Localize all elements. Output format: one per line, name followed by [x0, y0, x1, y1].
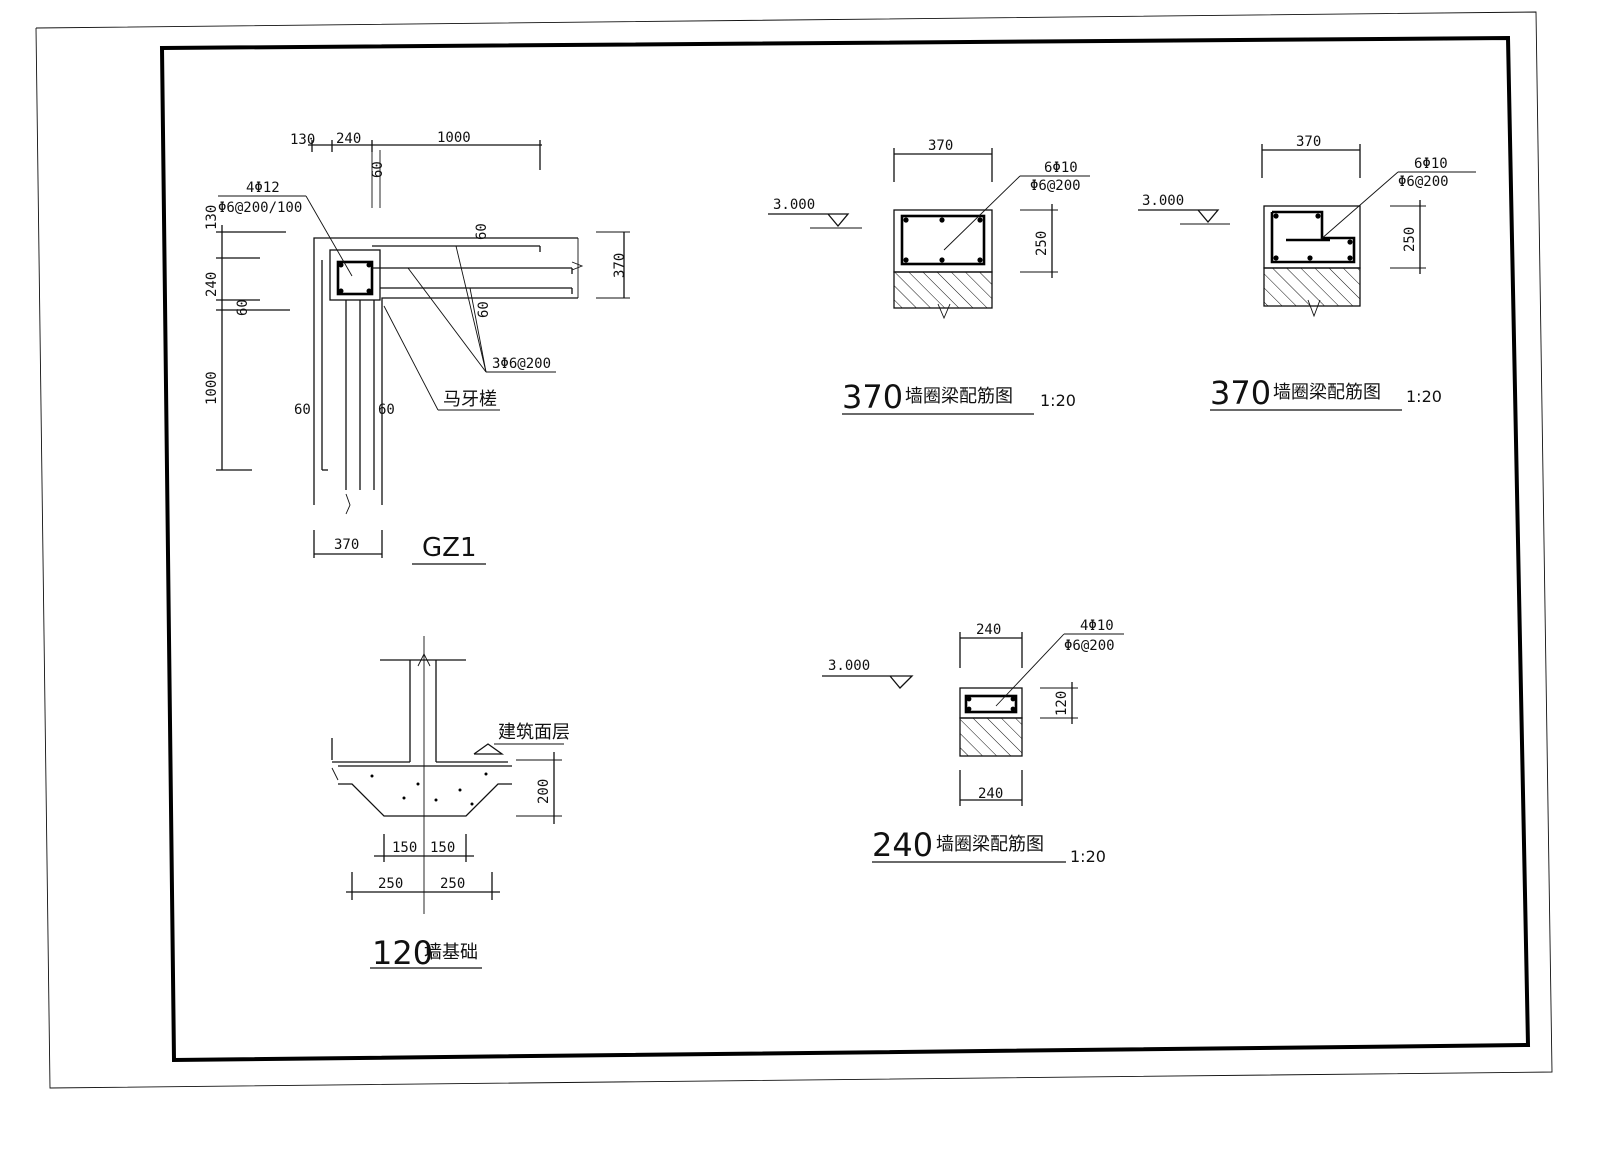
beam240-scale: 1:20 [1070, 847, 1106, 866]
gz1-dim-370-right: 370 [612, 253, 628, 278]
beam240-title-num: 240 [872, 826, 933, 864]
beam370a-title-num: 370 [842, 378, 903, 416]
beam370b-height: 250 [1402, 227, 1418, 252]
gz1-dim-top-2: 240 [336, 131, 361, 147]
gz1-dim-bottom: 370 [334, 537, 359, 553]
gz1-rebar-main: 4Φ12 [246, 180, 280, 196]
gz1-dim-left-1: 130 [204, 205, 220, 230]
gz1-dim-left-2: 240 [204, 272, 220, 297]
beam240-title-cn: 墙圈梁配筋图 [936, 834, 1044, 855]
sheet-border [35, 11, 1553, 1089]
beam370a-title-cn: 墙圈梁配筋图 [905, 386, 1013, 407]
foundation-dim-outer-2: 250 [440, 876, 465, 892]
beam240-rebar-stirrup: Φ6@200 [1064, 638, 1115, 654]
beam370b-title-num: 370 [1210, 374, 1271, 412]
gz1-dim-60-m: 60 [378, 402, 395, 418]
gz1-toothed-label: 马牙槎 [443, 389, 497, 410]
beam370b-elev: 3.000 [1142, 193, 1184, 209]
beam370a-height: 250 [1034, 231, 1050, 256]
beam370a-scale: 1:20 [1040, 391, 1076, 410]
gz1-tie-label: 3Φ6@200 [492, 356, 551, 372]
beam370a-elev: 3.000 [773, 197, 815, 213]
gz1-dim-60-r1: 60 [474, 223, 490, 240]
gz1-detail: 130 240 1000 60 130 240 60 1000 370 [204, 130, 630, 565]
foundation-dim-outer-1: 250 [378, 876, 403, 892]
beam370a-width: 370 [928, 138, 953, 154]
beam240-width-top: 240 [976, 622, 1001, 638]
beam370b-title-cn: 墙圈梁配筋图 [1273, 382, 1381, 403]
foundation-title-cn: 墙基础 [424, 942, 478, 963]
gz1-title: GZ1 [422, 533, 477, 563]
beam240-elev: 3.000 [828, 658, 870, 674]
gz1-rebar-stirrup: Φ6@200/100 [218, 200, 302, 216]
beam370b-rebar-stirrup: Φ6@200 [1398, 174, 1449, 190]
foundation-dim-inner-2: 150 [430, 840, 455, 856]
foundation-title-num: 120 [372, 934, 433, 972]
beam240-rebar-main: 4Φ10 [1080, 618, 1114, 634]
beam240-width-bottom: 240 [978, 786, 1003, 802]
beam370b-scale: 1:20 [1406, 387, 1442, 406]
foundation-dim-inner-1: 150 [392, 840, 417, 856]
gz1-dim-left-4: 1000 [204, 371, 220, 405]
gz1-dim-top-1: 130 [290, 132, 315, 148]
gz1-dim-60-r2: 60 [476, 301, 492, 318]
foundation-detail: 建筑面层 200 150 150 250 250 120 墙基础 [331, 636, 570, 972]
beam370b-detail: 370 3.000 6Φ10 Φ6@200 250 370 墙圈梁配筋图 1:2… [1138, 134, 1476, 412]
foundation-dim-height: 200 [536, 779, 552, 804]
beam370a-detail: 370 3.000 6Φ10 Φ6@200 250 370 墙圈梁配筋图 1:2… [768, 138, 1090, 416]
beam240-detail: 240 3.000 4Φ10 Φ6@200 120 240 240 墙圈梁配筋图… [822, 618, 1124, 866]
beam370b-width: 370 [1296, 134, 1321, 150]
gz1-dim-60-top: 60 [370, 161, 386, 178]
foundation-finish-label: 建筑面层 [498, 722, 570, 743]
gz1-dim-top-3: 1000 [437, 130, 471, 146]
beam240-height: 120 [1054, 691, 1070, 716]
beam370a-rebar-stirrup: Φ6@200 [1030, 178, 1081, 194]
beam370a-rebar-main: 6Φ10 [1044, 160, 1078, 176]
gz1-dim-60-l: 60 [294, 402, 311, 418]
gz1-dim-left-3: 60 [235, 299, 251, 316]
beam370b-rebar-main: 6Φ10 [1414, 156, 1448, 172]
